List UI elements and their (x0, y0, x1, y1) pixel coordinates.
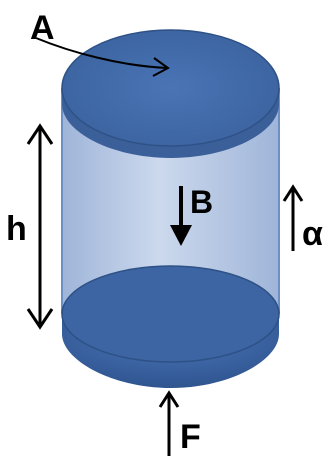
alpha-label: α (302, 215, 323, 253)
field-arrowhead (170, 225, 192, 246)
alpha-arrowhead (282, 184, 304, 202)
height-arrow-bottom-head (26, 308, 54, 330)
area-pointer-arrowhead (152, 57, 170, 77)
force-arrowhead (158, 390, 180, 408)
cylinder-bottom-rim (61, 265, 280, 363)
height-label: h (6, 210, 27, 248)
area-pointer-arrow (35, 37, 169, 69)
field-label: B (190, 184, 213, 220)
force-label: F (180, 418, 201, 456)
height-arrow-top-head (26, 123, 54, 145)
cylinder-top-face (61, 29, 280, 147)
